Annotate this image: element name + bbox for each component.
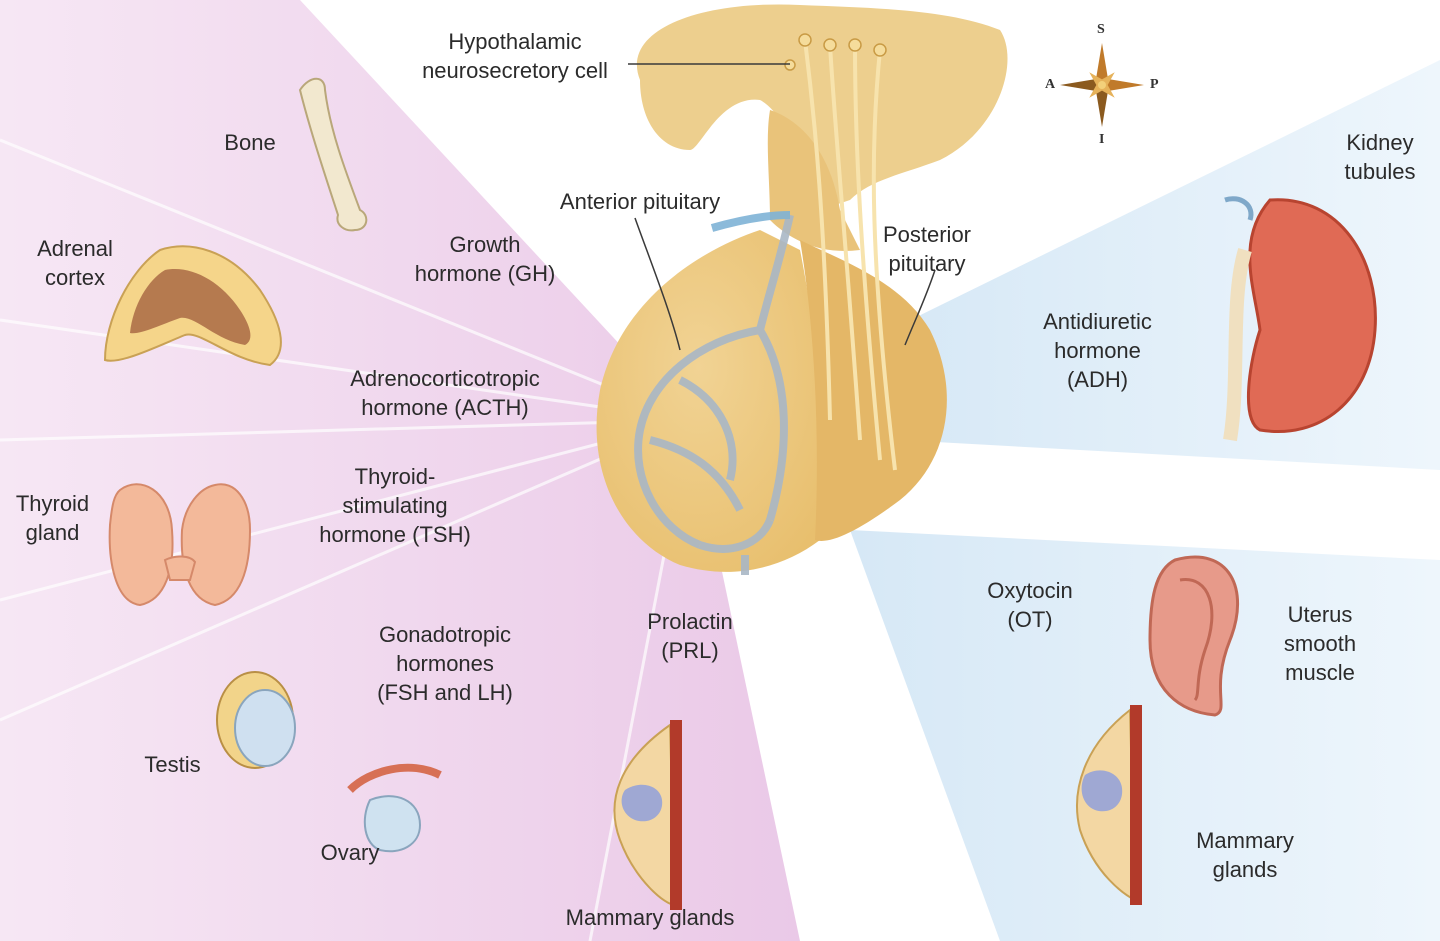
adrenal-cortex-illustration xyxy=(103,245,282,367)
kidney-illustration xyxy=(1223,196,1377,442)
ovary-label: Ovary xyxy=(320,840,380,865)
adrenal-cortex-label: Adrenal cortex xyxy=(37,236,113,290)
growth-hormone-label: Growth hormone (GH) xyxy=(414,232,556,286)
leader-lines xyxy=(628,63,936,351)
hypothalamus-shape xyxy=(636,4,1008,211)
oxytocin-label: Oxytocin (OT) xyxy=(987,578,1073,632)
prolactin-label: Prolactin (PRL) xyxy=(647,609,733,663)
bone-illustration xyxy=(298,77,368,232)
uterus-illustration xyxy=(1148,555,1240,717)
testis-label: Testis xyxy=(144,752,201,777)
mammary-glands-left-label: Mammary glands xyxy=(565,905,735,930)
neurosecretory-axons xyxy=(803,39,897,471)
thyroid-illustration xyxy=(108,483,252,607)
bone-label: Bone xyxy=(224,130,276,155)
thyroid-gland-label: Thyroid gland xyxy=(15,491,90,545)
gonadotropic-label: Gonadotropic hormones (FSH and LH) xyxy=(377,622,513,705)
neuron-cell-bodies xyxy=(784,33,887,71)
anterior-target-fan xyxy=(0,0,800,941)
anterior-pituitary-label: Anterior pituitary xyxy=(559,189,721,214)
acth-label: Adrenocorticotropic hormone (ACTH) xyxy=(350,366,540,420)
hypothalamic-cell-label: Hypothalamic neurosecretory cell xyxy=(422,29,608,83)
mammary-glands-right-label: Mammary glands xyxy=(1196,828,1294,882)
mammary-left-illustration xyxy=(613,720,682,910)
adh-label: Antidiuretic hormone (ADH) xyxy=(1043,309,1152,392)
mammary-right-illustration xyxy=(1076,705,1142,905)
posterior-target-fan-lower xyxy=(850,530,1440,941)
tsh-label: Thyroid- stimulating hormone (TSH) xyxy=(319,464,471,547)
ovary-illustration xyxy=(347,763,442,853)
uterus-label: Uterus smooth muscle xyxy=(1283,602,1357,685)
kidney-tubules-label: Kidney tubules xyxy=(1344,130,1416,184)
compass-posterior-label: P xyxy=(1150,77,1159,92)
compass-superior-label: S xyxy=(1097,22,1105,37)
compass-inferior-label: I xyxy=(1099,132,1105,147)
posterior-pituitary-label: Posterior pituitary xyxy=(882,222,972,276)
compass-anterior-label: A xyxy=(1045,77,1056,92)
compass-rose xyxy=(1060,43,1144,127)
portal-vessels xyxy=(634,211,794,575)
testis-illustration xyxy=(216,671,296,769)
